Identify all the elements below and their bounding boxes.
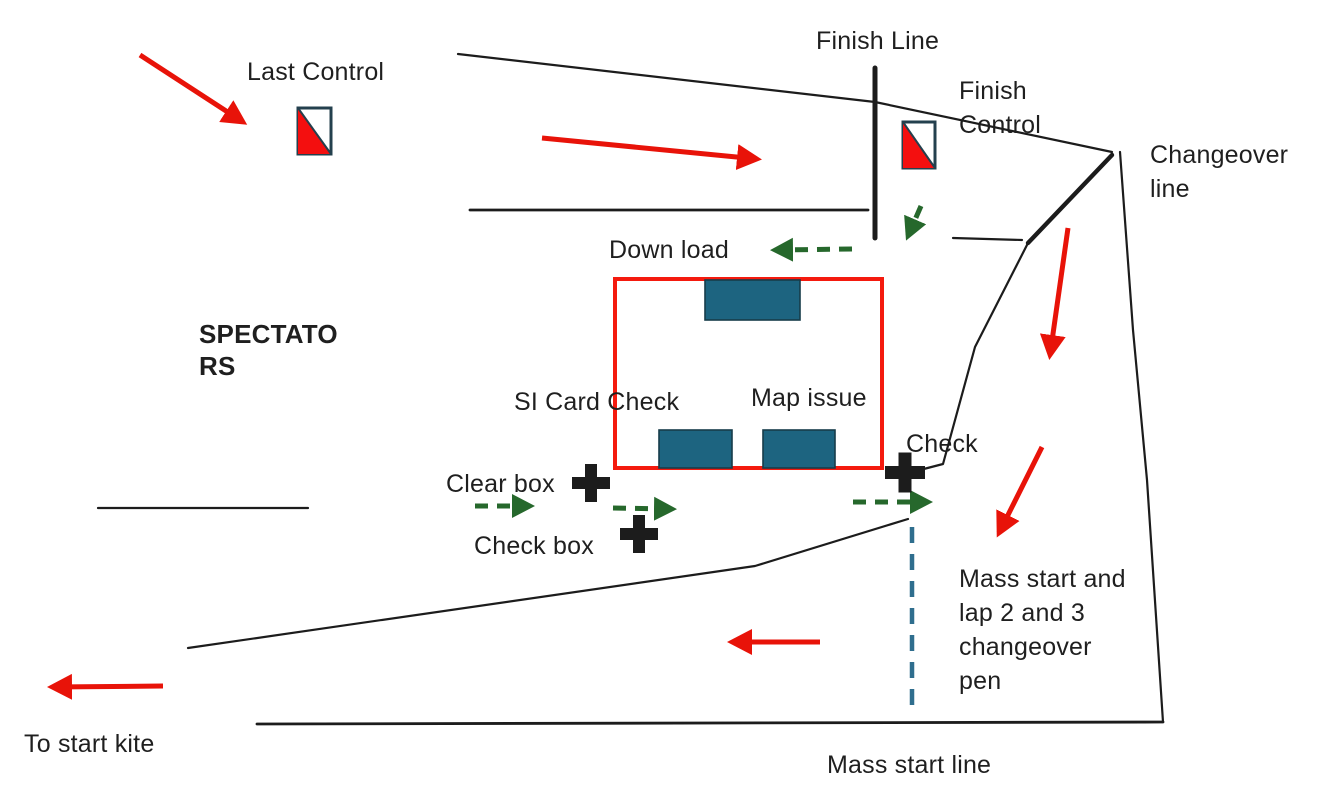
finish-chute-arrow xyxy=(541,135,762,170)
to-start-arrow xyxy=(47,673,164,700)
check-box-label: Check box xyxy=(474,532,594,560)
arena-right-boundary xyxy=(1118,150,1165,724)
download-flow-arrow xyxy=(770,237,853,262)
check-plus-icon xyxy=(885,452,925,493)
short-connector-tape xyxy=(951,236,1024,242)
map-issue-label: Map issue xyxy=(751,384,867,412)
last-control-flag-icon xyxy=(296,106,333,156)
clear-box-plus-icon xyxy=(572,464,610,502)
last-control-label: Last Control xyxy=(247,58,385,86)
finish-control-label: Finish Control xyxy=(959,77,1041,139)
check-box-plus-icon xyxy=(620,515,658,553)
check-label: Check xyxy=(906,430,978,458)
si-card-check-table xyxy=(658,429,733,469)
map-issue-enclosure xyxy=(613,277,884,470)
mass-start-pen-label: Mass start and lap 2 and 3 changeover pe… xyxy=(959,565,1126,695)
into-pen-arrow xyxy=(996,445,1045,538)
finish-control-flag-icon xyxy=(901,120,937,170)
after-finish-flow-arrow xyxy=(904,205,927,241)
map-issue-table xyxy=(762,429,836,469)
changeover-down-arrow xyxy=(1039,227,1071,360)
si-card-check-label: SI Card Check xyxy=(514,388,680,416)
download-label: Down load xyxy=(609,236,729,264)
download-table xyxy=(704,279,801,321)
check-approach-tape xyxy=(914,241,1030,473)
to-start-kite-label: To start kite xyxy=(24,730,155,758)
clear-box-label: Clear box xyxy=(446,470,555,498)
incoming-runner-arrow xyxy=(138,52,248,125)
changeover-line-segment xyxy=(1025,152,1115,246)
mass-start-line-tape xyxy=(255,720,1165,726)
pen-diagonal-tape xyxy=(186,517,910,650)
changeover-line-label: Changeover line xyxy=(1150,141,1289,203)
mass-start-line-label: Mass start line xyxy=(827,751,992,779)
check-flow-arrow xyxy=(612,496,677,521)
spectators-label: SPECTATO RS xyxy=(199,319,338,381)
finish-line-label: Finish Line xyxy=(816,27,940,55)
